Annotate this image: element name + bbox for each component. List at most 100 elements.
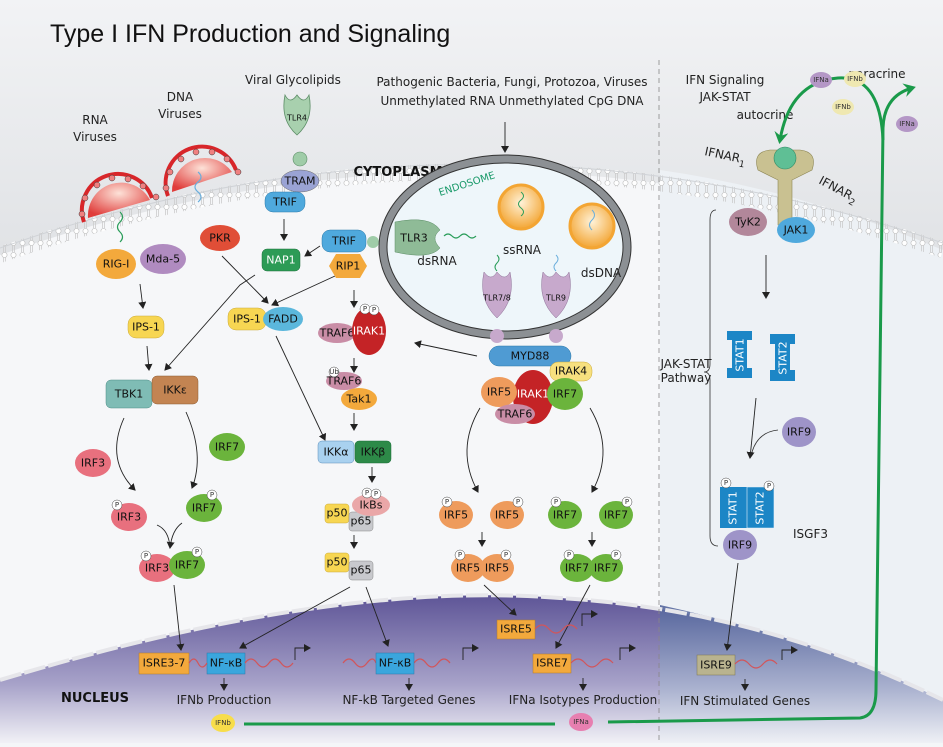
diagram-title: Type I IFN Production and Signaling xyxy=(50,20,450,48)
p-irf7-b: IRF7 P xyxy=(599,496,633,529)
irf5-label: IRF5 xyxy=(444,509,468,522)
autocrine-arrow xyxy=(774,76,885,144)
ifnb-text: IFNb xyxy=(215,719,231,727)
irf7-label: IRF7 xyxy=(604,509,628,522)
myd88-complex: MYD88 IRAK4 IRAK1 IRF5 IRF7 TRAF6 xyxy=(481,345,593,424)
p-irf5-a: IRF5 P xyxy=(439,496,473,529)
irak1-label: IRAK1 xyxy=(353,325,385,338)
tlr3-receptor: TLR3 xyxy=(394,219,477,256)
phospho-label: P xyxy=(724,479,728,487)
jak1-label: JAK1 xyxy=(783,224,809,237)
jak1-node: JAK1 xyxy=(777,217,815,243)
myd88-irak1-label: IRAK1 xyxy=(517,388,549,401)
ifnar2-subscript: 2 xyxy=(846,197,856,209)
irf9-label: IRF9 xyxy=(787,426,811,439)
ifnb-badge-mid: IFNb xyxy=(832,99,854,115)
p65-label: p65 xyxy=(351,515,372,528)
irf3-node: IRF3 xyxy=(75,449,111,477)
tlr9-label: TLR9 xyxy=(545,294,566,303)
p-irf7-node: IRF7 P xyxy=(186,489,222,522)
phospho-label: P xyxy=(144,552,148,560)
arrow-dimer-isre37 xyxy=(173,584,185,651)
label-dna-viruses-2: Viruses xyxy=(158,107,202,121)
label-ifna-production: IFNa Isotypes Production xyxy=(509,693,657,707)
ifna-badge-right: IFNa xyxy=(896,116,918,132)
traf6-irak1-complex: TRAF6 IRAK1 P P xyxy=(318,303,386,355)
tlr4-receptor: TLR4 xyxy=(283,93,311,167)
phospho-label: P xyxy=(458,551,462,559)
tlr4-label: TLR4 xyxy=(286,114,307,123)
myd88-traf6-label: TRAF6 xyxy=(497,408,533,421)
arrow-pkr-fadd xyxy=(221,255,269,304)
label-pathogens-1: Pathogenic Bacteria, Fungi, Protozoa, Vi… xyxy=(376,75,647,89)
p-irf5-b: IRF5 P xyxy=(490,496,524,529)
arrow-ikke-irf7 xyxy=(185,411,198,489)
traf6-label: TRAF6 xyxy=(319,327,355,340)
phospho-label: P xyxy=(516,498,520,506)
ips1-left-node: IPS-1 xyxy=(127,315,165,339)
tram-label: TRAM xyxy=(284,175,316,188)
tlr78-receptor: TLR7/8 xyxy=(482,254,512,343)
tlr78-label: TLR7/8 xyxy=(482,294,511,303)
phospho-label: P xyxy=(445,498,449,506)
trif-node-top: TRIF xyxy=(264,191,306,213)
p50-free-label: p50 xyxy=(327,556,348,569)
stat1-node: STAT1 xyxy=(727,331,752,378)
ifnar1-subscript: 1 xyxy=(738,160,746,171)
tyk2-node: TyK2 xyxy=(729,208,767,236)
label-nfkb-genes: NF-kB Targeted Genes xyxy=(342,693,475,707)
isre37-label: ISRE3-7 xyxy=(143,657,186,670)
ips1-fadd-complex: IPS-1 FADD xyxy=(227,307,303,331)
irf3-label: IRF3 xyxy=(81,457,105,470)
ikke-label: IKKε xyxy=(163,384,187,397)
label-ifn-signaling-1: IFN Signaling xyxy=(686,73,765,87)
promoter-isre9: ISRE9 xyxy=(696,646,798,676)
p50-p65-ikbs-complex: p50 p65 IkBs P P xyxy=(324,487,390,532)
arrow-myd88-irf5 xyxy=(466,407,481,493)
p-irf7-label: IRF7 xyxy=(192,502,216,515)
nuclear-membrane xyxy=(0,593,943,702)
stat2-node: STAT2 xyxy=(770,334,795,381)
arrow-rip1-fadd xyxy=(271,275,336,307)
tlr3-label: TLR3 xyxy=(399,232,428,245)
promoter-isre5: ISRE5 xyxy=(496,610,598,640)
phospho-label: P xyxy=(210,491,214,499)
tbk1-ikke-complex: TBK1 IKKε xyxy=(105,375,199,409)
irf3-irf7-dimer: IRF3 IRF7 P P xyxy=(139,546,205,582)
label-nucleus: NUCLEUS xyxy=(61,691,129,706)
isre7-label: ISRE7 xyxy=(536,657,568,670)
irf7-label: IRF7 xyxy=(553,509,577,522)
dimer-irf3-label: IRF3 xyxy=(145,562,169,575)
pkr-node: PKR xyxy=(200,225,240,251)
phospho-label: P xyxy=(625,498,629,506)
stat1-label: STAT1 xyxy=(734,338,747,371)
arrow-myd88-irak1 xyxy=(414,340,478,357)
label-ifn-signaling-2: JAK-STAT xyxy=(698,90,751,104)
paracrine-arrow xyxy=(607,83,916,724)
phospho-label: P xyxy=(504,551,508,559)
myd88-irf5-label: IRF5 xyxy=(487,386,511,399)
mda5-label: Mda-5 xyxy=(146,253,180,266)
ifna-text: IFNa xyxy=(573,718,589,726)
irf5-label: IRF5 xyxy=(495,509,519,522)
isgf3-stat2-label: STAT2 xyxy=(754,491,767,524)
irf5-label: IRF5 xyxy=(485,562,509,575)
tyk2-label: TyK2 xyxy=(734,216,761,229)
nfkb2-label: NF-κB xyxy=(379,657,412,670)
phospho-label: P xyxy=(372,306,376,314)
irf5-label: IRF5 xyxy=(456,562,480,575)
arrow-ips1-tbk1 xyxy=(144,345,153,371)
ifna-badge-top: IFNa xyxy=(810,72,832,88)
nap1-label: NAP1 xyxy=(266,254,295,267)
ifnb-text: IFNb xyxy=(835,103,851,111)
arrow-irf3-irf7-merge xyxy=(156,522,183,548)
isgf3-stat1-label: STAT1 xyxy=(727,491,740,524)
dimer-irf7-label: IRF7 xyxy=(175,559,199,572)
dsdna-virus-icon xyxy=(568,202,616,250)
arrow-rigi-ips1 xyxy=(138,283,147,309)
rigi-label: RIG-I xyxy=(103,258,130,271)
